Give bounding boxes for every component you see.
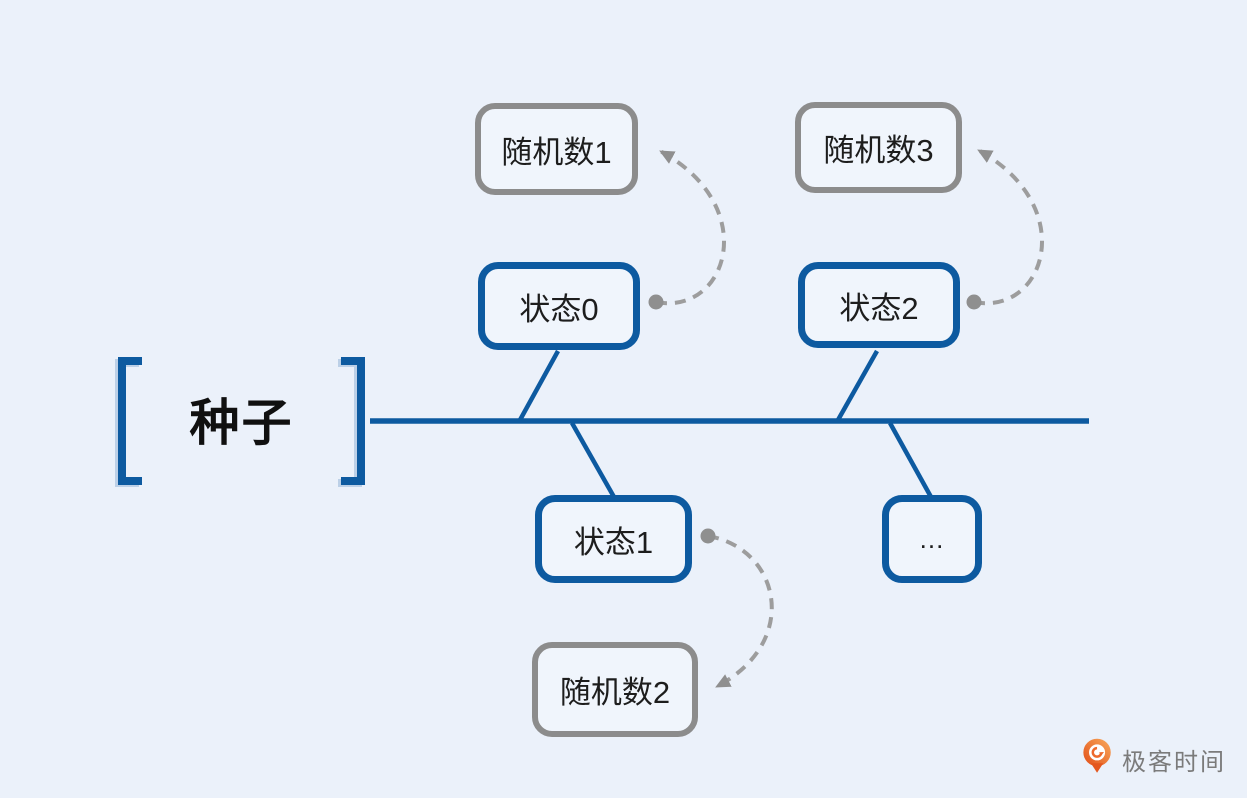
geektime-logo-icon bbox=[1083, 738, 1111, 773]
arrow-state2-to-random3 bbox=[973, 148, 1045, 306]
node-label: 状态1 bbox=[573, 524, 654, 560]
arrow-state1-to-random2 bbox=[707, 534, 774, 689]
seed-bracket-right-icon bbox=[341, 357, 365, 485]
arrow-state0-to-random1 bbox=[655, 149, 727, 306]
branch-state2 bbox=[836, 349, 879, 422]
branch-more bbox=[888, 421, 933, 499]
node-state2: 状态2 bbox=[798, 262, 960, 348]
geektime-logo: 极客时间 bbox=[1081, 737, 1226, 781]
branch-state1 bbox=[570, 421, 616, 499]
branch-state0 bbox=[518, 349, 560, 422]
seed-bracket-left-icon bbox=[118, 357, 142, 485]
arrow-origin-dot-state1 bbox=[700, 528, 716, 544]
node-label: ... bbox=[919, 523, 945, 554]
node-label: 随机数1 bbox=[501, 134, 612, 170]
node-label: 状态2 bbox=[839, 290, 919, 326]
node-more: ... bbox=[882, 495, 982, 583]
arrow-origin-dot-state0 bbox=[648, 294, 664, 310]
geektime-logo-text: 极客时间 bbox=[1122, 748, 1226, 776]
node-state1: 状态1 bbox=[535, 495, 692, 583]
seed-label: 种子 bbox=[189, 395, 294, 451]
arrow-origin-dot-state2 bbox=[966, 294, 982, 310]
node-random1: 随机数1 bbox=[475, 103, 638, 195]
node-random3: 随机数3 bbox=[795, 102, 962, 193]
node-state0: 状态0 bbox=[478, 262, 640, 350]
node-random2: 随机数2 bbox=[532, 642, 698, 737]
node-label: 随机数2 bbox=[559, 675, 671, 710]
node-label: 随机数3 bbox=[823, 133, 934, 168]
node-label: 状态0 bbox=[519, 291, 599, 327]
